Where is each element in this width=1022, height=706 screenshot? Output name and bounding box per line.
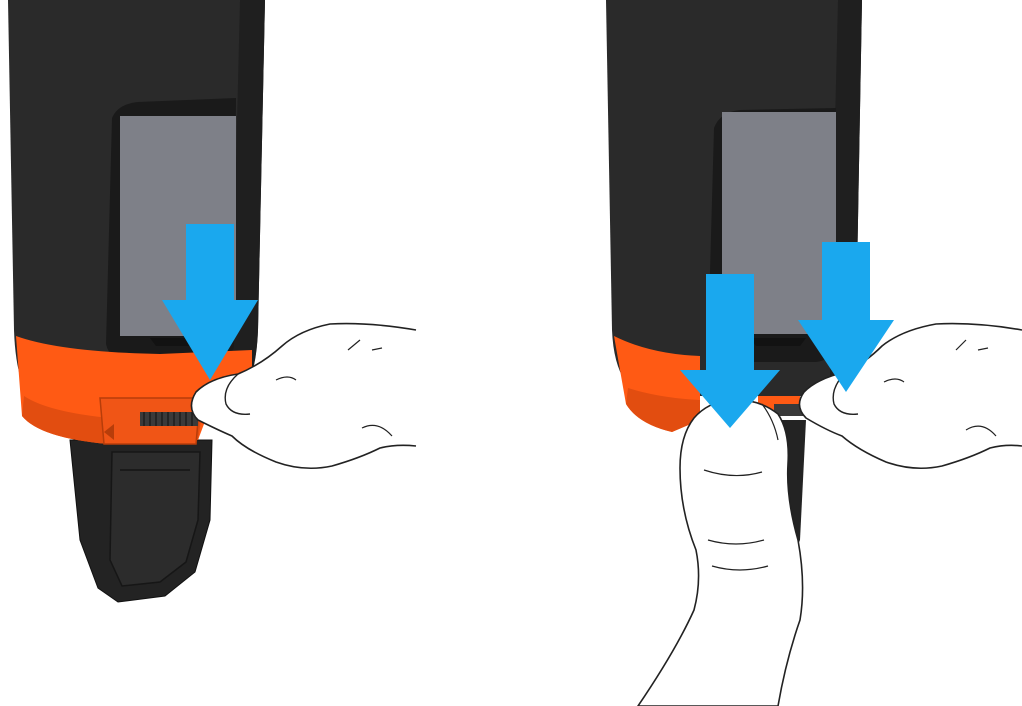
left-handle-detail (109, 451, 201, 587)
left-ratchet-ring (140, 412, 198, 426)
right-panel (606, 0, 1022, 706)
right-down-arrow-right (798, 242, 894, 392)
right-hand (798, 322, 1022, 470)
left-down-arrow (162, 224, 258, 380)
right-down-arrow-left (680, 274, 780, 428)
right-center-thumb (637, 398, 804, 706)
left-hand (190, 322, 417, 470)
right-ratchet-ring (774, 404, 804, 416)
left-panel (8, 0, 417, 603)
